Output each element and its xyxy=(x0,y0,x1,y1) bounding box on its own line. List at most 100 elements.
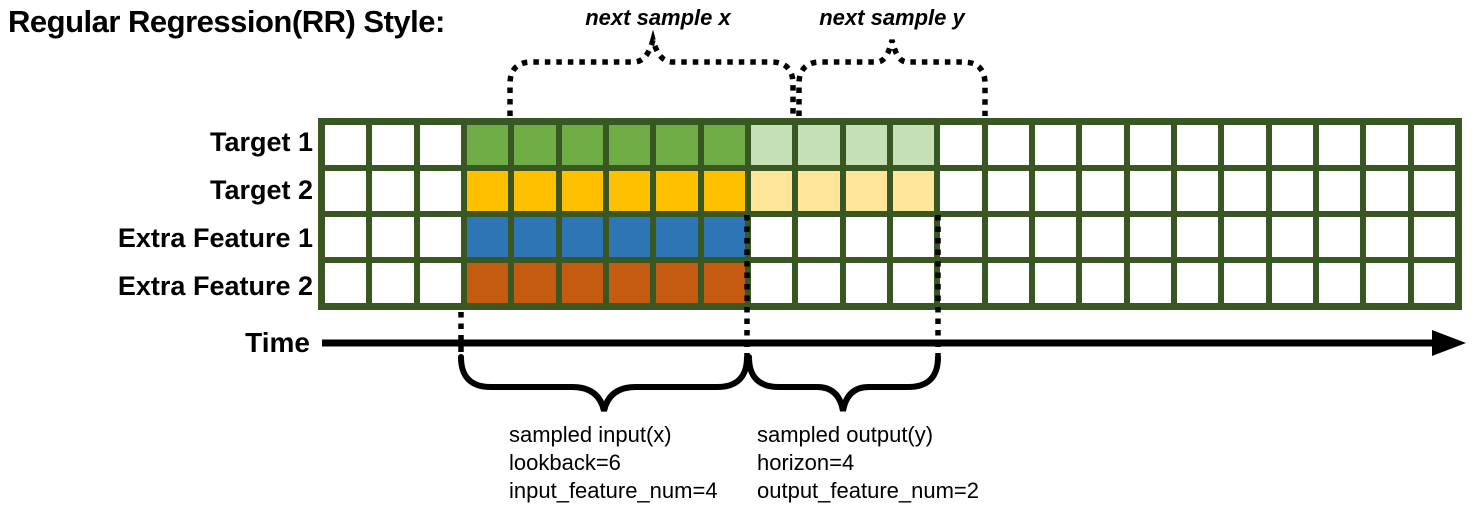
grid-cell xyxy=(419,171,461,211)
grid-cell xyxy=(372,263,414,303)
grid-cell xyxy=(419,263,461,303)
grid-cell xyxy=(798,125,840,165)
next-sample-y-brace xyxy=(796,39,988,116)
row-label-target-1: Target 1 xyxy=(209,127,313,157)
grid-cell xyxy=(940,263,982,303)
grid-cell xyxy=(940,171,982,211)
grid-cell xyxy=(750,125,793,165)
grid-cell xyxy=(892,171,935,211)
grid-cell xyxy=(703,125,745,165)
grid-cell xyxy=(561,125,603,165)
grid-cell xyxy=(656,217,698,257)
grid-cell xyxy=(466,263,509,303)
grid-cell xyxy=(845,125,887,165)
sampled-input-callout: sampled input(x) lookback=6 input_featur… xyxy=(509,421,718,505)
grid-cell xyxy=(750,263,793,303)
sampled-output-line-2: horizon=4 xyxy=(757,450,855,475)
next-sample-x-brace xyxy=(507,29,796,116)
grid-cell xyxy=(750,217,793,257)
grid-cell xyxy=(1413,217,1455,257)
grid-cell xyxy=(892,125,935,165)
grid-cell xyxy=(1129,263,1171,303)
grid-cell xyxy=(608,217,651,257)
grid-cell xyxy=(656,171,698,211)
time-axis-label: Time xyxy=(245,327,310,358)
grid-cell xyxy=(1224,217,1266,257)
grid-cell xyxy=(1271,217,1313,257)
grid-cell xyxy=(1366,217,1408,257)
grid-cell xyxy=(987,125,1029,165)
grid-cell xyxy=(325,125,367,165)
sampled-output-line-1: sampled output(y) xyxy=(757,422,934,447)
grid-cell xyxy=(561,263,603,303)
grid-cell xyxy=(1318,171,1361,211)
grid-cell xyxy=(1034,263,1077,303)
grid-cell xyxy=(1366,171,1408,211)
grid-cell xyxy=(325,171,367,211)
sampled-input-line-2: lookback=6 xyxy=(509,450,621,475)
grid-cell xyxy=(1176,217,1219,257)
grid-cell xyxy=(1176,263,1219,303)
grid-cell xyxy=(608,171,651,211)
grid-cell xyxy=(1034,125,1077,165)
grid-cell xyxy=(561,217,603,257)
grid-cell xyxy=(325,217,367,257)
sampled-output-callout: sampled output(y) horizon=4 output_featu… xyxy=(757,421,979,505)
grid-cell xyxy=(845,263,887,303)
grid-cell xyxy=(1318,263,1361,303)
grid-cell xyxy=(1271,125,1313,165)
grid-cell xyxy=(325,263,367,303)
grid-cell xyxy=(1082,171,1124,211)
grid-cell xyxy=(1224,171,1266,211)
grid-cell xyxy=(703,217,745,257)
grid-cell xyxy=(987,217,1029,257)
grid-cell xyxy=(1082,125,1124,165)
sampled-input-line-3: input_feature_num=4 xyxy=(509,478,718,503)
grid-cell xyxy=(1224,263,1266,303)
grid-cell xyxy=(419,125,461,165)
grid-cell xyxy=(1318,125,1361,165)
grid-cell xyxy=(608,263,651,303)
grid-cell xyxy=(892,263,935,303)
grid-cell xyxy=(1413,125,1455,165)
grid-cell xyxy=(1271,171,1313,211)
next-sample-x-label: next sample x xyxy=(585,5,731,30)
grid-cell xyxy=(1366,263,1408,303)
grid-cell xyxy=(514,125,556,165)
grid-cell xyxy=(1082,217,1124,257)
next-sample-y-label: next sample y xyxy=(819,5,965,30)
grid-cell xyxy=(372,217,414,257)
sampled-input-brace xyxy=(458,354,750,412)
grid-cell xyxy=(514,217,556,257)
grid-cell xyxy=(372,171,414,211)
grid-cell xyxy=(466,217,509,257)
grid-cell xyxy=(798,217,840,257)
grid-cell xyxy=(466,171,509,211)
time-axis-arrowhead xyxy=(1432,330,1466,356)
grid-cell xyxy=(561,171,603,211)
grid-cell xyxy=(1082,263,1124,303)
sampled-input-line-1: sampled input(x) xyxy=(509,422,672,447)
grid-cell xyxy=(656,125,698,165)
grid-cell xyxy=(703,263,745,303)
grid-cell xyxy=(1034,171,1077,211)
grid-cell xyxy=(940,217,982,257)
grid-cell xyxy=(1176,125,1219,165)
grid-cell xyxy=(1366,125,1408,165)
grid-cell xyxy=(892,217,935,257)
grid-cell xyxy=(1129,171,1171,211)
grid-cell xyxy=(1413,263,1455,303)
grid-cell xyxy=(1129,217,1171,257)
time-grid xyxy=(318,118,1462,310)
grid-cell xyxy=(987,263,1029,303)
grid-cell xyxy=(845,171,887,211)
page-title: Regular Regression(RR) Style: xyxy=(8,4,445,39)
grid-cell xyxy=(514,171,556,211)
grid-cell xyxy=(845,217,887,257)
grid-cell xyxy=(940,125,982,165)
grid-cell xyxy=(608,125,651,165)
grid-cell xyxy=(1129,125,1171,165)
row-label-extra-feature-1: Extra Feature 1 xyxy=(117,223,313,253)
grid-cell xyxy=(1271,263,1313,303)
grid-cell xyxy=(1413,171,1455,211)
